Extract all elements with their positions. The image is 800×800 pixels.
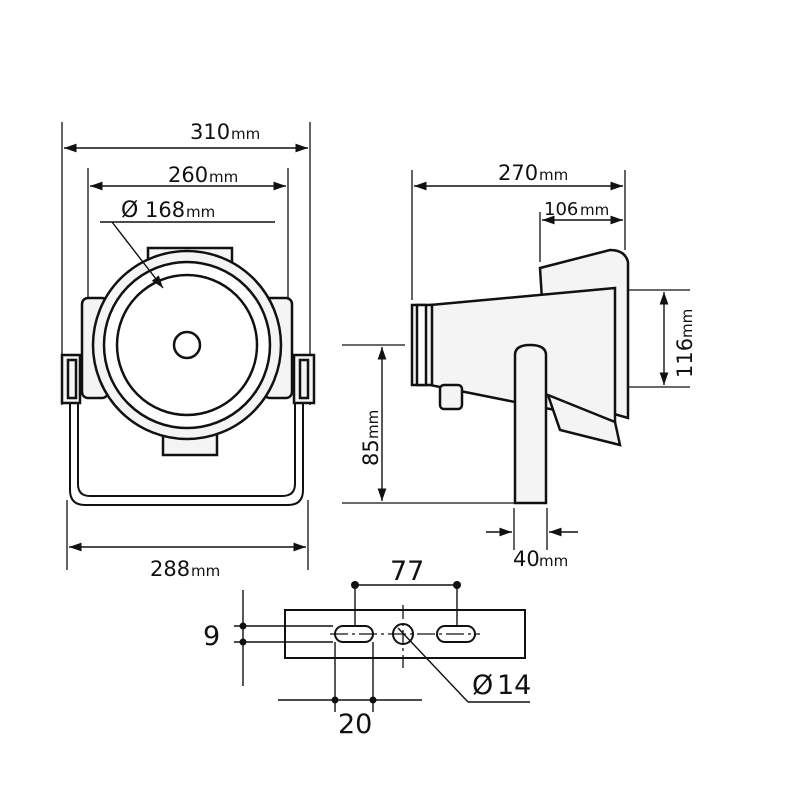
- bracket-width-value: 288: [150, 557, 190, 581]
- horn-depth-unit: mm: [580, 201, 609, 219]
- overall-width-value: 310: [190, 120, 230, 144]
- bracket-thickness-unit: mm: [539, 552, 568, 570]
- slot-length-value: 20: [338, 709, 372, 740]
- slot-height-value: 9: [203, 621, 220, 652]
- horn-height-value: 116: [673, 338, 697, 378]
- diameter-unit: mm: [186, 203, 215, 221]
- horn-depth-value: 106: [544, 199, 578, 220]
- hole-diameter-symbol: Ø: [472, 670, 493, 701]
- overall-width-unit: mm: [231, 125, 260, 143]
- diameter-value: 168: [145, 198, 185, 222]
- hole-diameter-value: 14: [497, 670, 531, 701]
- horn-height-unit: mm: [678, 309, 696, 338]
- hole-spacing-value: 77: [390, 556, 424, 587]
- body-width-value: 260: [168, 163, 208, 187]
- side-view: 270 mm 106 mm 116 mm 85 mm 40 mm: [342, 161, 697, 571]
- bracket-width-unit: mm: [191, 562, 220, 580]
- bracket-thickness-value: 40: [513, 547, 540, 571]
- front-view: 310 mm 260 mm Ø 168 mm 288 mm: [60, 120, 316, 581]
- depth-value: 270: [498, 161, 538, 185]
- mount-height-value: 85: [359, 439, 383, 466]
- body-width-unit: mm: [209, 168, 238, 186]
- mount-height-unit: mm: [364, 410, 382, 439]
- diameter-symbol: Ø: [121, 198, 138, 223]
- depth-unit: mm: [539, 166, 568, 184]
- bracket-plate-view: 77 9 20 Ø 14: [203, 556, 531, 740]
